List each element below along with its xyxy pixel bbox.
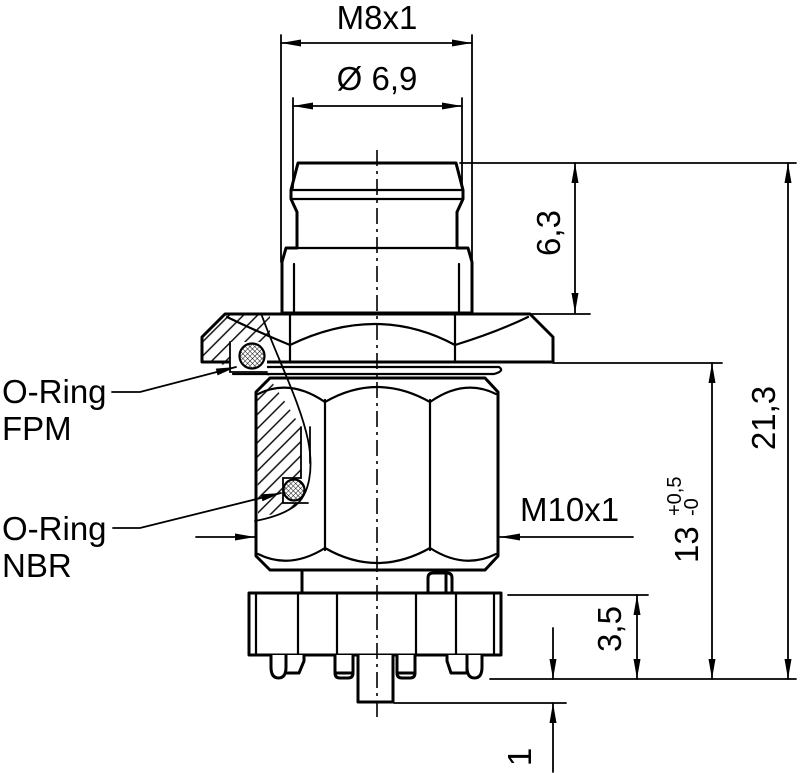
section-break-line [254, 315, 312, 522]
dim-body-thread: M10x1 [195, 491, 634, 541]
dim-center-pin-protrusion-label: 1 [501, 748, 538, 766]
callout-oring-nbr-line2: NBR [2, 547, 72, 584]
dimensions: M8x1 Ø 6,9 6,3 21,3 13 +0,5 [195, 0, 797, 773]
pin-right-square [445, 655, 469, 675]
dim-tip-height-label: 6,3 [530, 210, 567, 256]
callout-oring-fpm-line2: FPM [2, 410, 72, 447]
pin-right-round [465, 655, 484, 680]
callout-oring-fpm: O-Ring FPM [2, 366, 237, 447]
dim-tip-diameter-label: Ø 6,9 [337, 60, 418, 97]
pin-inner-left [333, 655, 355, 680]
dim-overall-height-label: 21,3 [745, 386, 782, 450]
dim-overall-height: 21,3 [745, 162, 792, 680]
callouts: O-Ring FPM O-Ring NBR [2, 366, 282, 584]
dim-m10x1-label: M10x1 [520, 491, 619, 528]
dim-flange-height: 3,5 [591, 594, 641, 680]
solder-pins [269, 655, 484, 704]
hex-facet-lines [323, 398, 432, 552]
dim-m8x1-label: M8x1 [337, 0, 418, 36]
center-pin [356, 655, 395, 704]
pin-left-round [269, 655, 288, 680]
flange-section-hatch [202, 315, 270, 366]
dim-thread-length-label: 13 [668, 526, 705, 563]
pin-left-square [283, 655, 306, 675]
dim-tip-diameter: Ø 6,9 [292, 60, 463, 110]
seal-washer [231, 365, 503, 376]
flange-facet-lines [288, 312, 457, 364]
dim-thread-length: 13 +0,5 -0 [664, 362, 716, 680]
component-view [200, 150, 555, 722]
dim-thread-length-tol-lower: -0 [681, 498, 703, 516]
callout-oring-fpm-line1: O-Ring [2, 373, 107, 410]
dim-tip-height: 6,3 [530, 162, 579, 314]
dim-thread-length-tol-upper: +0,5 [664, 477, 686, 516]
extension-lines [280, 34, 797, 704]
dim-flange-height-label: 3,5 [591, 606, 628, 652]
oring-nbr [282, 478, 306, 502]
callout-oring-nbr: O-Ring NBR [2, 492, 282, 584]
dim-top-thread: M8x1 [280, 0, 473, 47]
mounting-flange [247, 591, 503, 657]
dim-center-pin-protrusion: 1 [501, 627, 557, 773]
neck-and-key-tab [300, 568, 454, 595]
flange-notch-lines [254, 591, 496, 657]
callout-oring-nbr-line1: O-Ring [2, 510, 107, 547]
pin-inner-right [395, 655, 417, 680]
oring-fpm [238, 342, 266, 370]
